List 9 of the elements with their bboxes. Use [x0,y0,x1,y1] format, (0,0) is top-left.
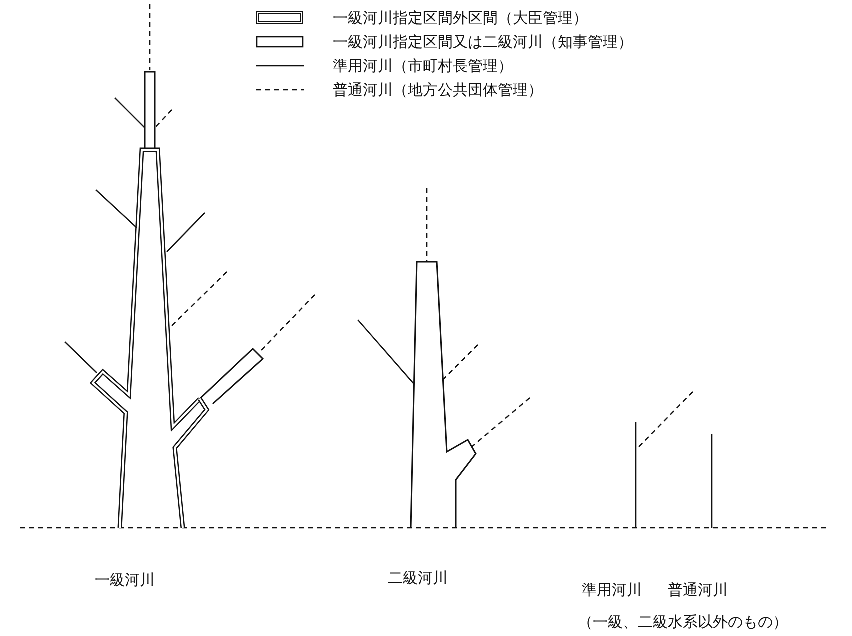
legend-text: 準用河川（市町村長管理） [333,57,513,75]
legend-text: 一級河川指定区間又は二級河川（知事管理） [333,33,633,51]
category-label: 一級河川 [95,571,155,589]
category-label: 準用河川 [582,581,642,599]
legend-text: 普通河川（地方公共団体管理） [333,81,543,99]
category-label: 普通河川 [668,581,728,599]
note-text: （一級、二級水系以外のもの） [578,613,788,631]
legend-text: 一級河川指定区間外区間（大臣管理） [333,9,588,27]
category-label: 二級河川 [388,569,448,587]
